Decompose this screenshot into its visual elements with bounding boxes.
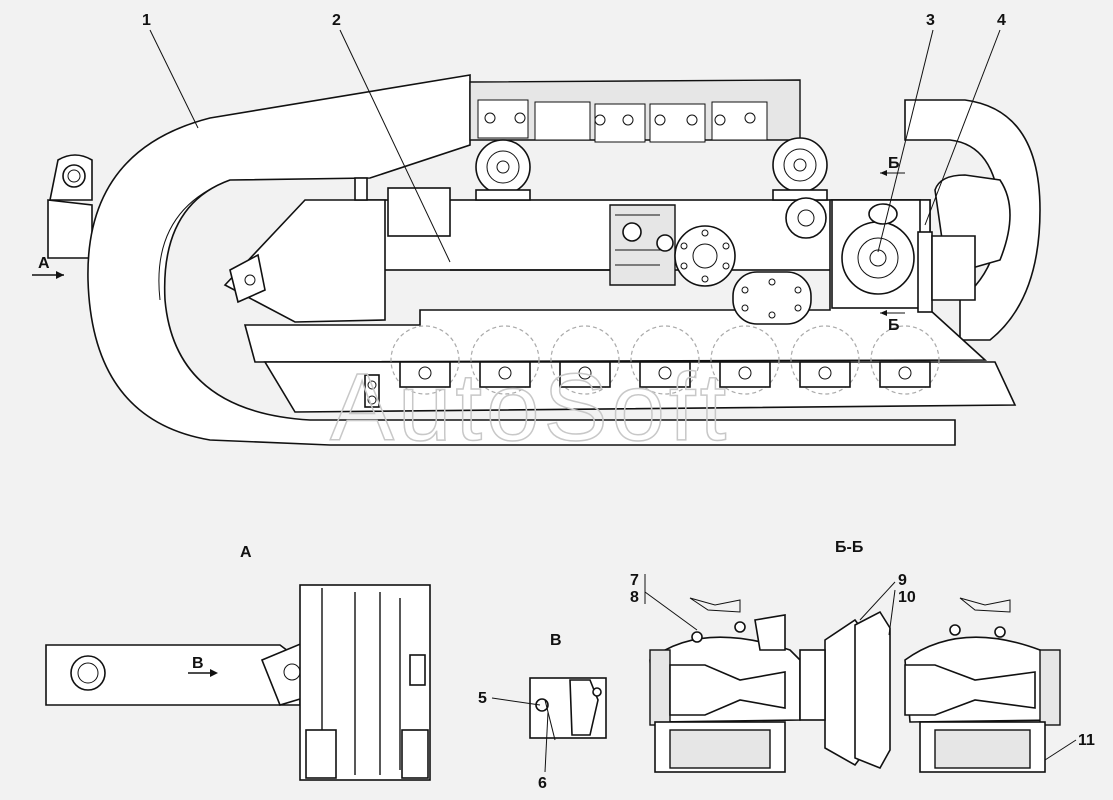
hub-left [649,597,801,773]
track-roller-7 [870,325,940,395]
upper-track-shoes [469,79,801,143]
flange-plate-center [674,225,736,287]
callout-10: 10 [888,589,916,636]
hub-right [904,597,1061,773]
view-b: В 5 6 [478,632,607,792]
track-roller-5 [710,325,780,395]
rear-bracket [47,154,93,259]
callout-2: 2 [332,12,451,263]
callout-7-label: 7 [630,572,639,589]
callout-5: 5 [478,690,541,707]
callout-9-label: 9 [898,572,907,589]
callout-2-label: 2 [332,12,341,29]
section-bb-title: Б-Б [835,539,863,556]
section-mark-top-label: Б [888,155,900,172]
track-roller-2 [470,325,540,395]
tension-cylinder [223,177,451,323]
callout-4-label: 4 [997,12,1006,29]
callout-11-label: 11 [1078,732,1095,749]
track-roller-3 [550,325,620,395]
callout-6: 6 [538,711,549,792]
sprocket-center [799,610,891,770]
bolt-plate-upper [785,197,827,239]
callout-11: 11 [1044,732,1095,761]
callout-4: 4 [924,12,1006,226]
view-b-title: В [550,632,562,649]
section-cutaway [609,204,676,286]
callout-7: 7 [630,572,639,589]
section-mark-bottom: Б [880,310,905,334]
track-roller-4 [630,325,700,395]
track-belt-outer [87,74,956,446]
view-arrow-b-label: В [192,655,204,672]
carrier-roller-right [772,137,828,201]
bolt-plate-lower [732,271,812,325]
callout-8: 8 [630,574,698,631]
drive-motor [831,199,976,313]
watermark: AutoSoft [330,354,730,461]
section-mark-top: Б [880,155,905,176]
view-arrow-a: А [32,255,64,279]
track-frame-main-view: А Б Б 1 2 3 4 AutoSof [32,12,1041,462]
front-idler-guard [904,99,1041,341]
view-a-title: А [240,544,252,561]
view-a: А В [45,544,431,781]
section-mark-bottom-label: Б [888,317,900,334]
lower-track-rollers [263,325,1017,413]
callout-9: 9 [859,572,907,621]
callout-8-label: 8 [630,589,639,606]
view-arrow-a-label: А [38,255,50,272]
callout-3: 3 [877,12,935,253]
callout-10-label: 10 [898,589,916,606]
carrier-roller-left [475,139,531,201]
track-roller-1 [390,325,460,395]
callout-5-label: 5 [478,690,487,707]
callout-3-label: 3 [926,12,935,29]
callout-1-label: 1 [142,12,151,29]
view-arrow-b: В [188,655,218,677]
callout-6-label: 6 [538,775,547,792]
callout-1: 1 [142,12,199,129]
section-bb: Б-Б [630,539,1095,773]
track-roller-6 [790,325,860,395]
